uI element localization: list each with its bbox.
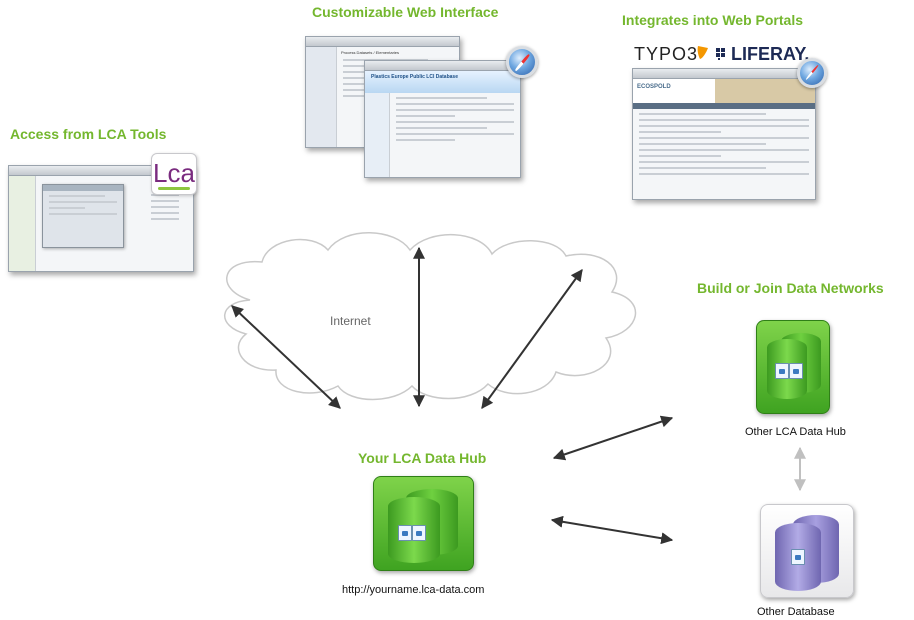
safari-icon bbox=[506, 46, 538, 78]
typo3-logo: TYPO3 bbox=[634, 44, 699, 64]
front-screenshot-title: Plastics Europe Public LCI Database bbox=[371, 74, 458, 80]
portal-brand: ECOSPOLD bbox=[637, 84, 671, 90]
heading-data-networks: Build or Join Data Networks bbox=[697, 280, 884, 296]
internet-label: Internet bbox=[330, 314, 371, 328]
typo3-flame-icon bbox=[696, 44, 710, 60]
other-database-label: Other Database bbox=[757, 606, 835, 618]
web-interface-screenshot-front: Plastics Europe Public LCI Database bbox=[364, 60, 521, 178]
heading-your-hub: Your LCA Data Hub bbox=[358, 450, 487, 466]
heading-lca-tools: Access from LCA Tools bbox=[10, 126, 167, 142]
arrow-lca-tools bbox=[231, 305, 341, 409]
safari-icon-portal bbox=[797, 58, 827, 88]
other-hub-label: Other LCA Data Hub bbox=[745, 426, 846, 438]
arrow-web-portals bbox=[481, 269, 583, 409]
heading-web-portals: Integrates into Web Portals bbox=[622, 12, 803, 28]
liferay-mark-icon bbox=[715, 47, 729, 61]
other-hub-icon bbox=[756, 320, 830, 414]
arrow-other-database bbox=[550, 515, 674, 545]
lca-logo-text: Lca bbox=[153, 158, 195, 188]
arrow-other-hub bbox=[552, 415, 674, 461]
heading-web-interface: Customizable Web Interface bbox=[312, 4, 499, 20]
your-hub-icon bbox=[373, 476, 474, 571]
liferay-logo: LIFERAY. bbox=[731, 44, 810, 64]
hub-url[interactable]: http://yourname.lca-data.com bbox=[342, 584, 485, 596]
lca-logo: Lca bbox=[151, 153, 197, 195]
internet-cloud bbox=[224, 232, 637, 401]
back-screenshot-title: Process Datasets / Elementaries bbox=[341, 50, 400, 55]
other-database-icon bbox=[760, 504, 854, 598]
web-portal-screenshot: ECOSPOLD bbox=[632, 68, 816, 200]
